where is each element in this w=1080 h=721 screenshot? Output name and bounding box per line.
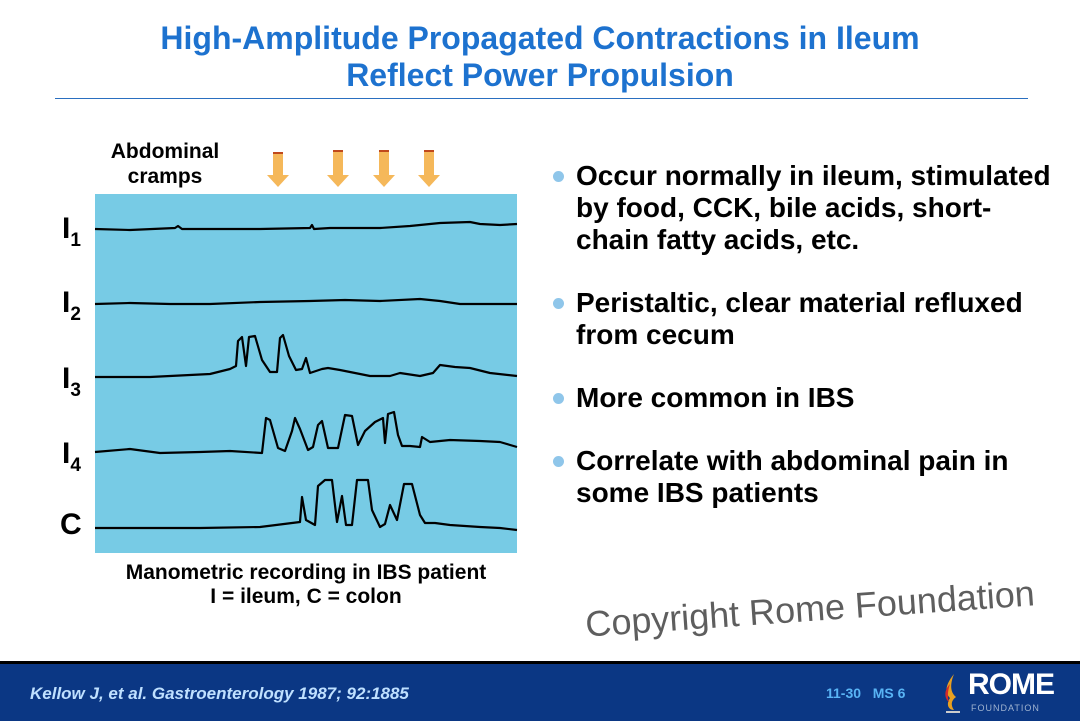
bullet-dot-icon [553,393,564,404]
flame-icon [945,674,960,713]
bullet-item: Correlate with abdominal pain in some IB… [552,445,1052,509]
logo-subtext: FOUNDATION [971,703,1040,713]
cramp-arrows [267,150,440,187]
figure-caption: Manometric recording in IBS patient I = … [95,561,517,609]
bullet-dot-icon [553,456,564,467]
arrow-down-icon [267,152,289,187]
title-line-2: Reflect Power Propulsion [346,57,734,93]
trace-i4 [94,410,518,455]
title-line-1: High-Amplitude Propagated Contractions i… [160,20,920,56]
caption-line-2: I = ileum, C = colon [210,585,402,608]
bullet-item: Peristaltic, clear material refluxed fro… [552,287,1052,351]
bullet-text: Peristaltic, clear material refluxed fro… [576,287,1023,350]
channel-label-c: C [60,508,82,541]
arrow-down-icon [373,150,395,187]
title-divider [55,98,1028,99]
arrow-down-icon [327,150,349,187]
citation: Kellow J, et al. Gastroenterology 1987; … [30,684,409,703]
trace-c [95,478,518,532]
footer-bar: Kellow J, et al. Gastroenterology 1987; … [0,661,1080,721]
bullet-text: Occur normally in ileum, stimulated by f… [576,160,1051,255]
trace-i3 [95,333,518,379]
bullet-item: More common in IBS [552,382,1052,414]
rome-foundation-logo: ROME FOUNDATION [938,670,1068,718]
bullet-dot-icon [553,171,564,182]
trace-i1 [94,220,518,232]
bullet-text: Correlate with abdominal pain in some IB… [576,445,1009,508]
cramps-label: Abdominal cramps [110,140,220,188]
slide-title: High-Amplitude Propagated Contractions i… [0,20,1080,94]
bullet-text: More common in IBS [576,382,855,413]
channel-label-i4: I4 [62,437,81,476]
bullet-list: Occur normally in ileum, stimulated by f… [552,160,1052,540]
manometry-panel [95,194,517,553]
channel-label-i2: I2 [62,286,81,325]
slide-id: 11-30 MS 6 [826,685,906,701]
channel-label-i1: I1 [62,212,81,251]
caption-line-1: Manometric recording in IBS patient [125,561,487,584]
logo-text: ROME [968,668,1055,701]
bullet-item: Occur normally in ileum, stimulated by f… [552,160,1052,256]
bullet-dot-icon [553,298,564,309]
arrow-down-icon [418,150,440,187]
trace-i2 [94,297,517,306]
channel-label-i3: I3 [62,362,81,401]
